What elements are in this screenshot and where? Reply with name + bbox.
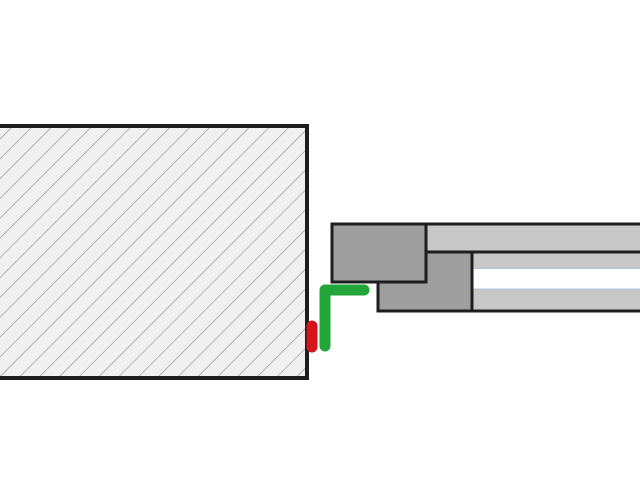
profile-assembly — [330, 222, 640, 313]
green-l-marker — [319, 284, 370, 352]
lower-light-band-top — [473, 253, 640, 269]
lower-light-band-bottom — [473, 289, 640, 310]
hatched-wall-block — [0, 124, 309, 380]
upper-dark-block — [330, 222, 428, 284]
upper-light-bar — [424, 222, 640, 254]
